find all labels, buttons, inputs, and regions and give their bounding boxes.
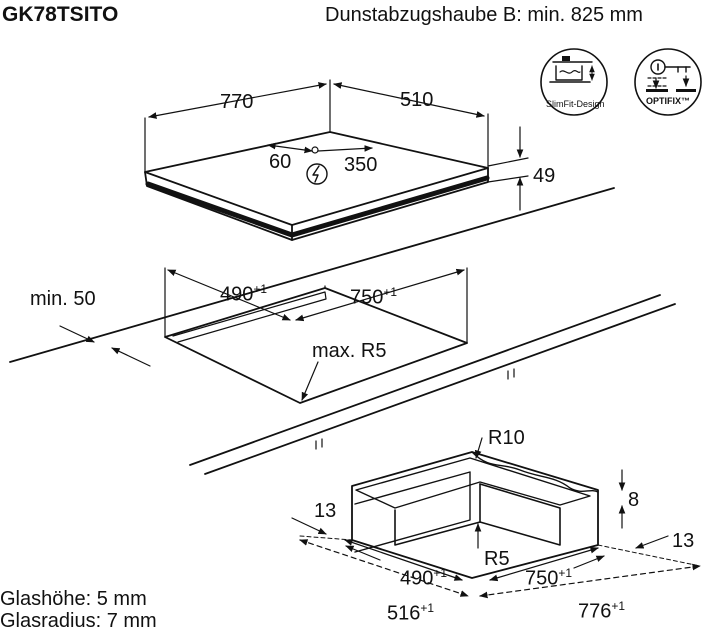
power-plug-icon (306, 163, 328, 185)
frame13-right-arrow-b (573, 555, 605, 569)
worktop-back-edge (9, 187, 615, 363)
cutout-radius-label: max. R5 (312, 340, 387, 362)
flush-install-drawing (291, 437, 701, 599)
dim-outer-ext-left (299, 535, 353, 541)
model-title: GK78TSITO (2, 3, 119, 26)
frame13-left-arrow-a (291, 517, 327, 535)
flush-r5-label: R5 (484, 548, 510, 570)
flush-frame-right-label: 13 (672, 530, 695, 552)
dim-49-ext-bot (487, 175, 529, 183)
flush-pocket-left (354, 471, 471, 553)
radius-leader (301, 361, 319, 401)
flush-r10-label: R10 (488, 427, 525, 449)
dim-350-line (317, 145, 373, 152)
dim-510-line (333, 82, 485, 118)
hood-width-note: Dunstabzugshaube B: min. 825 mm (325, 4, 643, 26)
dim-outer-776 (479, 563, 701, 599)
slimfit-design-icon (540, 48, 608, 116)
min50-arrow-a (59, 325, 95, 343)
flush-outer-width-label: 776+1 (578, 599, 626, 623)
hob-bottom-band (145, 175, 490, 238)
dim-510-label: 510 (400, 89, 434, 111)
dim-770-line (148, 82, 327, 119)
frame13-right-arrow-a (635, 535, 669, 549)
flush-step (355, 457, 591, 509)
optifix-label: OPTIFIX™ (646, 96, 691, 106)
flush-frame-left-label: 13 (314, 500, 337, 522)
worktop-front-edge-b (204, 303, 676, 475)
dim-60-line (267, 142, 313, 154)
dim-49-label: 49 (533, 165, 556, 187)
flush-inner-width-label: 750+1 (525, 566, 573, 590)
r10-leader (474, 437, 483, 459)
min-edge-label: min. 50 (30, 288, 96, 310)
dim-750-line (295, 268, 465, 322)
dim-60-label: 60 (269, 151, 292, 173)
dim-outer-ext-right (597, 544, 701, 567)
connection-point (311, 146, 319, 154)
cutout-width-label: 750+1 (350, 285, 398, 309)
flush-outer-depth-label: 516+1 (387, 601, 435, 625)
dim-770-label: 770 (220, 91, 254, 113)
dim-outer-516 (299, 539, 469, 597)
dim-49-ext-top (487, 157, 529, 167)
flush-wavy-edge (471, 451, 599, 493)
flush-step-label: 8 (628, 489, 640, 511)
worktop-front-edge-a (189, 294, 661, 466)
glass-height-note: Glashöhe: 5 mm (0, 588, 147, 610)
worktop-drawing (9, 187, 676, 475)
min50-arrow-b (111, 347, 151, 367)
optifix-icon (634, 48, 702, 116)
dim-350-label: 350 (344, 154, 378, 176)
flush-inner-right (479, 483, 561, 546)
flush-inner-left (394, 483, 481, 546)
flush-inner-depth-label: 490+1 (400, 566, 448, 590)
slimfit-label: SlimFit-Design (546, 99, 605, 109)
dim-490-line (167, 269, 291, 321)
glass-radius-note: Glasradius: 7 mm (0, 610, 157, 632)
cutout-depth-label: 490+1 (220, 282, 268, 306)
hob-drawing (144, 79, 529, 241)
